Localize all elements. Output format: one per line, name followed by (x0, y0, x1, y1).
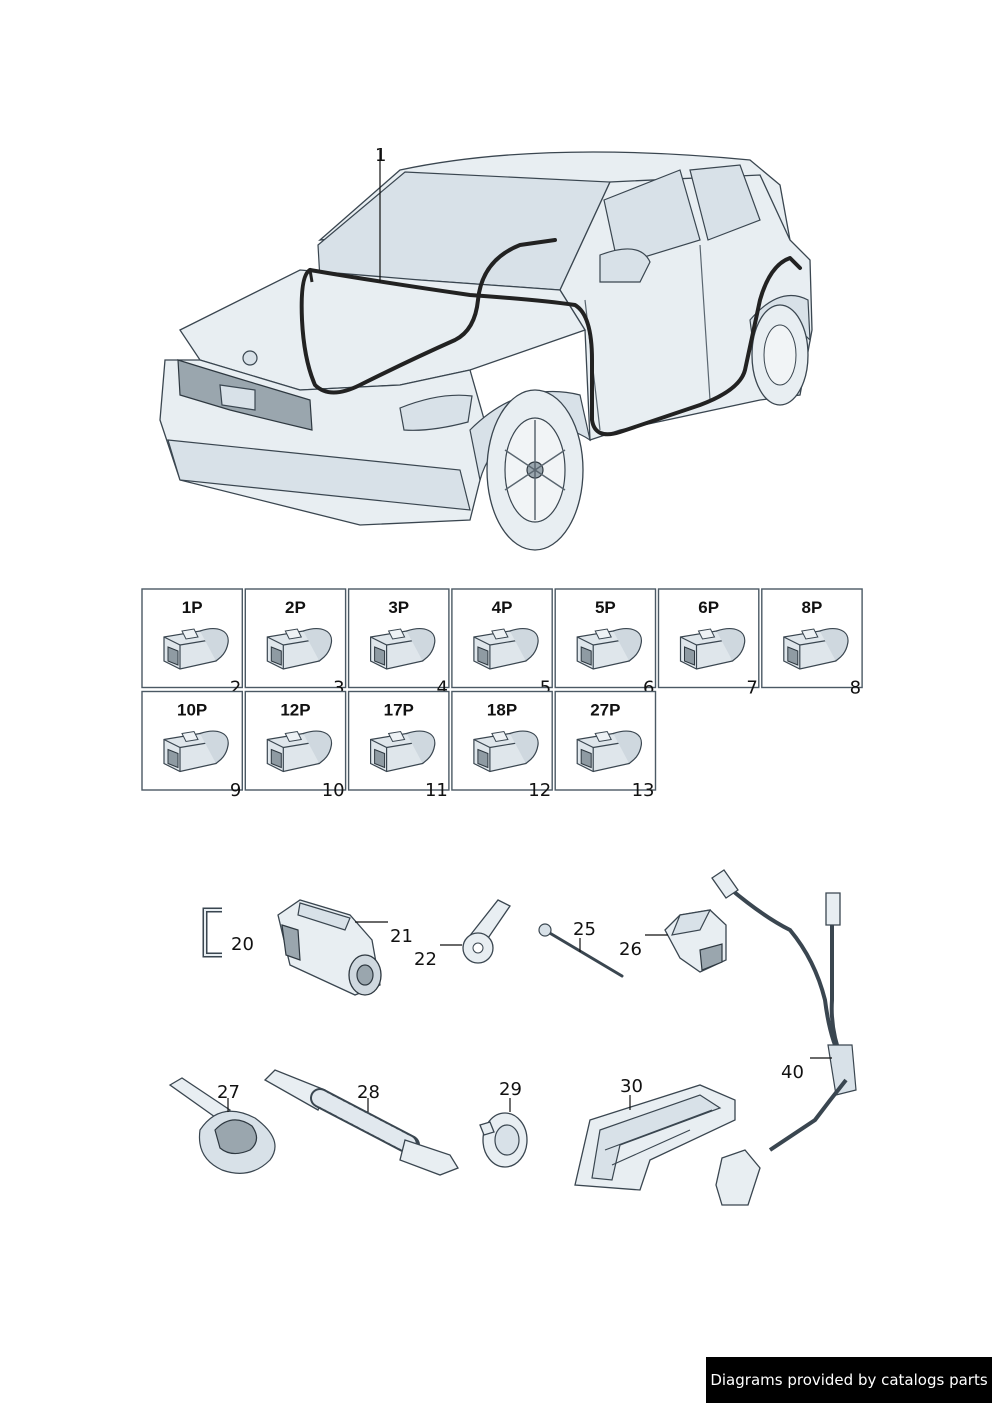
callout-1: 1 (375, 145, 386, 166)
callout-26: 26 (619, 939, 642, 960)
connector-part-number: 4 (436, 678, 447, 699)
connector-pin-label: 10P (177, 701, 207, 720)
connector-grid: 1P 2 2P 3 3P 4 4P 5 5P 6 6P 7 8P 8 10P 9 12P 10 17P 11 18P 12… (141, 588, 863, 801)
connector-part-number: 10 (322, 780, 345, 801)
connector-pin-label: 5P (595, 598, 616, 617)
connector-cell: 8P 8 (761, 588, 863, 699)
part-29-plug-icon (479, 1112, 528, 1168)
connector-part-number: 8 (850, 678, 861, 699)
connector-part-number: 7 (746, 678, 757, 699)
connector-cell: 6P 7 (657, 588, 760, 699)
connector-cell: 17P 11 (347, 690, 450, 801)
part-30-cable-channel-icon (574, 1084, 736, 1191)
connector-part-number: 13 (632, 780, 655, 801)
part-20-bracket-icon (202, 907, 222, 958)
connector-cell: 4P 5 (451, 588, 553, 699)
connector-pin-label: 3P (388, 598, 409, 617)
connector-cell: 1P 2 (141, 588, 244, 699)
part-28-sleeve-icon (263, 1069, 459, 1176)
connector-pin-label: 12P (280, 701, 310, 720)
connector-part-number: 11 (425, 780, 448, 801)
connector-part-number: 5 (540, 678, 551, 699)
connector-part-number: 3 (333, 678, 344, 699)
part-25-pin-icon (538, 923, 624, 978)
connector-cell: 3P 4 (347, 588, 450, 699)
connector-part-number: 9 (230, 780, 241, 801)
connector-pin-label: 27P (590, 701, 620, 720)
connector-pin-label: 17P (384, 701, 414, 720)
connector-pin-label: 18P (487, 701, 517, 720)
connector-pin-label: 4P (492, 598, 513, 617)
part-40-sensor-cable-icon (711, 869, 857, 1206)
door-seal-harness (299, 238, 557, 395)
callout-40: 40 (781, 1062, 804, 1083)
connector-part-number: 12 (528, 780, 551, 801)
part-27-grommet-icon (168, 1077, 276, 1174)
connector-part-number: 6 (643, 678, 654, 699)
callout-28: 28 (357, 1082, 380, 1103)
connector-cell: 2P 3 (244, 588, 347, 699)
connector-pin-label: 6P (698, 598, 719, 617)
connector-part-number: 2 (230, 678, 241, 699)
attribution-footer: Diagrams provided by catalogs parts (706, 1357, 992, 1403)
part-22-ring-terminal-icon (462, 899, 511, 964)
callout-22: 22 (414, 949, 437, 970)
callout-20: 20 (231, 934, 254, 955)
part-26-clip-icon (664, 909, 727, 973)
connector-pin-label: 2P (285, 598, 306, 617)
callout-21: 21 (390, 926, 413, 947)
vehicle-illustration (159, 151, 813, 551)
connector-cell: 27P 13 (554, 690, 657, 801)
connector-cell: 18P 12 (451, 690, 553, 801)
callout-25: 25 (573, 919, 596, 940)
connector-cell: 5P 6 (554, 588, 657, 699)
part-21-connector-icon (277, 899, 382, 996)
callout-30: 30 (620, 1076, 643, 1097)
connector-pin-label: 8P (802, 598, 823, 617)
connector-cell: 12P 10 (244, 690, 347, 801)
connector-cell: 10P 9 (141, 690, 244, 801)
callout-27: 27 (217, 1082, 240, 1103)
callout-29: 29 (499, 1079, 522, 1100)
connector-pin-label: 1P (182, 598, 203, 617)
